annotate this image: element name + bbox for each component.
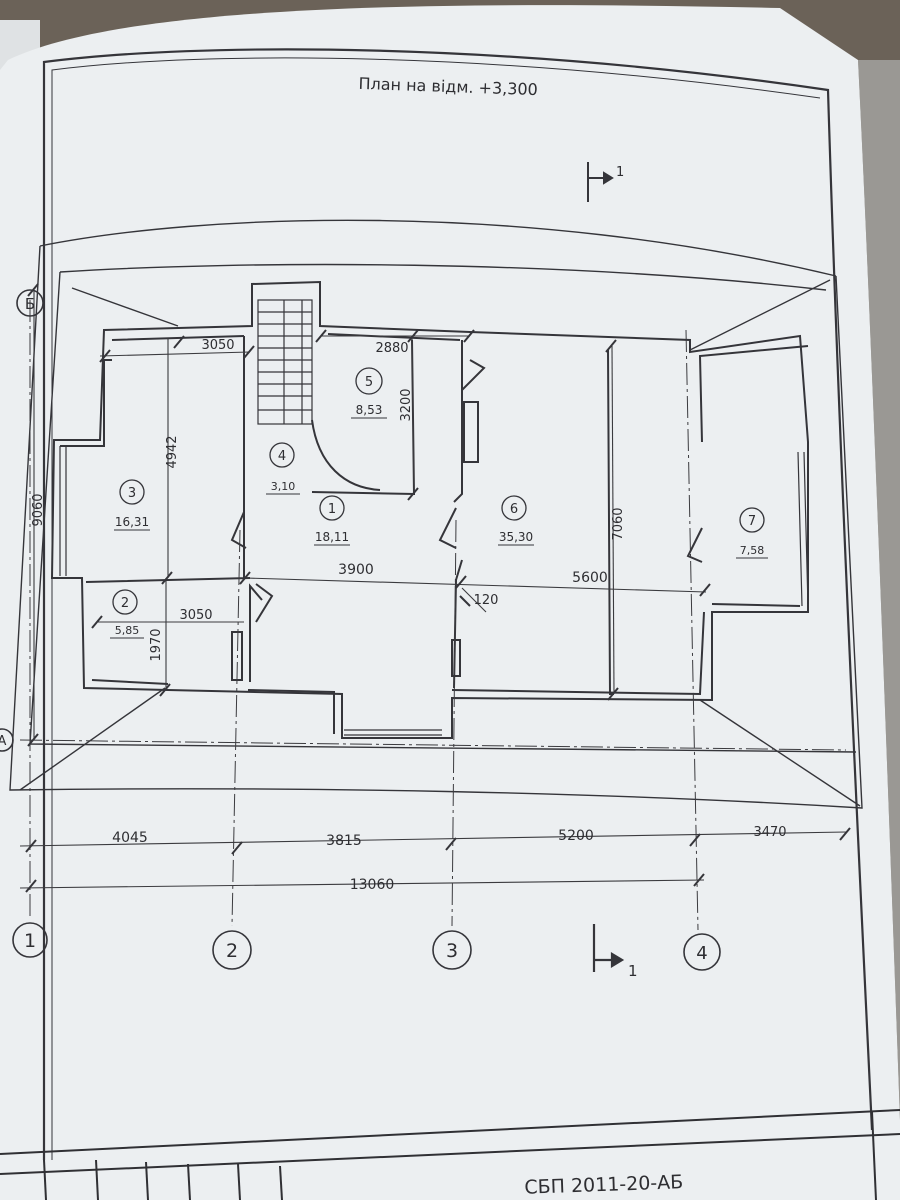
- staircase: [257, 299, 313, 425]
- svg-text:6: 6: [510, 502, 518, 517]
- room-label-4: 4 3,10: [266, 442, 300, 495]
- dim-room6-depth: 7060: [611, 507, 626, 540]
- svg-text:1: 1: [328, 502, 336, 517]
- axis-marker-a: А: [0, 728, 14, 752]
- paper-sheet: [0, 5, 900, 1200]
- drawing-frame: [42, 48, 874, 1160]
- dim-room5-depth: 3200: [399, 388, 414, 421]
- dim-span-3-4: 5200: [558, 828, 594, 844]
- doors: [230, 359, 703, 681]
- drawing-frame-inner: [51, 57, 821, 1160]
- room-label-1: 1 18,11: [314, 495, 350, 546]
- room-label-5: 5 8,53: [351, 367, 387, 419]
- dimension-ticks: [25, 283, 851, 893]
- svg-text:3: 3: [128, 486, 136, 501]
- dim-room5-width: 2880: [375, 341, 408, 356]
- room-label-6: 6 35,30: [498, 495, 534, 546]
- section-mark-top: [587, 162, 614, 202]
- axis-marker-2: 2: [212, 930, 252, 970]
- axis-lines: [19, 300, 847, 931]
- svg-text:2: 2: [226, 940, 238, 962]
- axis-marker-4: 4: [683, 933, 721, 971]
- svg-text:7,58: 7,58: [740, 544, 765, 557]
- dimension-lines: [19, 290, 847, 889]
- paper-shadow-edge: [858, 60, 900, 1120]
- outer-wall: [50, 280, 809, 739]
- svg-text:3,10: 3,10: [271, 480, 296, 493]
- title-block: [0, 1109, 900, 1200]
- dim-span-2-3: 3815: [326, 833, 362, 849]
- dim-hall-width: 3900: [338, 562, 374, 578]
- axis-marker-1: 1: [12, 922, 48, 958]
- svg-text:Б: Б: [25, 295, 35, 313]
- axis-marker-3: 3: [432, 930, 472, 970]
- svg-text:7: 7: [748, 514, 756, 529]
- svg-text:8,53: 8,53: [356, 403, 383, 417]
- dim-room2-width: 3050: [179, 608, 212, 623]
- section-mark-top-label: 1: [616, 165, 624, 180]
- section-mark-bottom: [592, 924, 625, 972]
- axis-marker-b: Б: [16, 289, 44, 317]
- dim-overall-length: 13060: [350, 877, 395, 893]
- room-label-3: 3 16,31: [114, 479, 150, 531]
- svg-text:5,85: 5,85: [115, 624, 140, 637]
- dim-span-4-end: 3470: [753, 825, 786, 840]
- svg-text:2: 2: [121, 596, 129, 611]
- room-label-7: 7 7,58: [736, 507, 768, 559]
- room-label-2: 2 5,85: [110, 589, 144, 639]
- dim-room2-depth: 1970: [149, 628, 164, 661]
- room5-curved-wall: [311, 419, 381, 491]
- svg-text:1: 1: [24, 930, 36, 952]
- svg-text:4: 4: [696, 943, 707, 964]
- svg-text:16,31: 16,31: [115, 515, 149, 529]
- svg-text:18,11: 18,11: [315, 530, 349, 544]
- dim-room6-width: 5600: [572, 570, 608, 586]
- svg-text:3: 3: [446, 940, 458, 962]
- svg-text:5: 5: [365, 375, 373, 390]
- dim-overall-depth: 9060: [31, 493, 46, 526]
- dim-wall: 120: [474, 593, 499, 608]
- dim-room3-depth: 4942: [165, 435, 180, 468]
- dim-span-1-2: 4045: [112, 830, 148, 846]
- svg-text:35,30: 35,30: [499, 530, 533, 544]
- dim-room3-width: 3050: [201, 338, 234, 353]
- section-mark-bottom-label: 1: [628, 962, 638, 980]
- svg-text:4: 4: [278, 449, 286, 464]
- svg-text:А: А: [0, 734, 7, 749]
